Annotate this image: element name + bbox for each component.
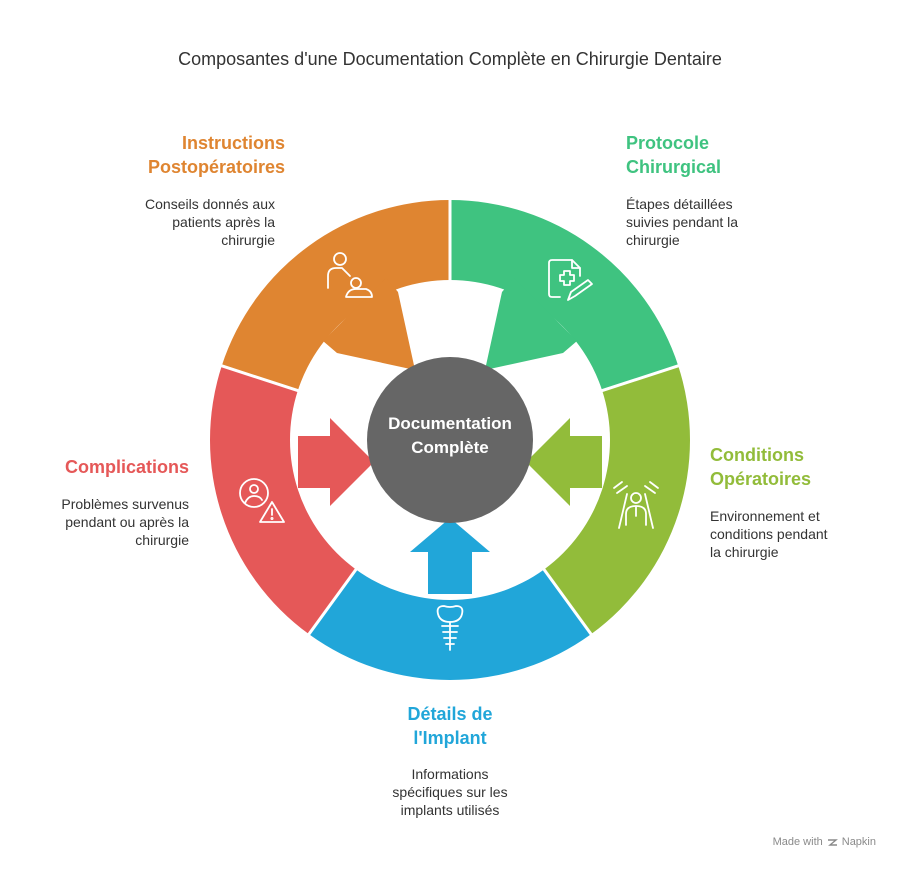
- arrow-instructions: [323, 278, 415, 370]
- segment-separator: [599, 363, 681, 393]
- napkin-logo-icon: [827, 838, 838, 846]
- footer-credit: Made with Napkin: [773, 836, 876, 848]
- arrow-implant: [410, 518, 490, 594]
- napkin-brand: Napkin: [841, 836, 876, 848]
- arrow-conditions: [526, 418, 602, 506]
- instructions-description: Conseils donnés aux patients après la ch…: [145, 196, 275, 248]
- segment-separator: [306, 566, 359, 637]
- complications-title: Complications: [64, 457, 189, 477]
- person-warning-icon: [239, 478, 285, 523]
- protocole-description: Étapes détaillées suivies pendant la chi…: [626, 196, 739, 248]
- center-label: Documentation Complète: [370, 412, 530, 460]
- made-with-label: Made with: [772, 836, 823, 848]
- surgeon-lights-icon: [613, 481, 659, 529]
- arrow-complications: [298, 418, 374, 506]
- center-circle: [367, 357, 533, 523]
- segment-conditions: [544, 365, 690, 635]
- segment-protocole: [450, 200, 679, 391]
- dental-implant-icon: [436, 605, 464, 651]
- segment-separators: [219, 198, 681, 637]
- center-label-line2: Complète: [411, 438, 489, 457]
- instructions-title: Instructions Postopératoires: [147, 133, 285, 177]
- segment-separator: [541, 566, 594, 637]
- conditions-description: Environnement et conditions pendant la c…: [710, 508, 828, 560]
- segment-separator: [219, 363, 301, 393]
- patient-care-icon: [327, 252, 373, 298]
- implant-description: Informations spécifiques sur les implant…: [392, 766, 508, 818]
- diagram-title: Composantes d'une Documentation Complète…: [178, 49, 722, 69]
- segment-complications: [209, 365, 356, 635]
- implant-title: Détails de l'Implant: [407, 704, 493, 748]
- protocole-title: Protocole Chirurgical: [626, 133, 722, 177]
- complications-description: Problèmes survenus pendant ou après la c…: [61, 496, 189, 548]
- arrow-protocole: [485, 278, 577, 370]
- medical-document-icon: [548, 259, 593, 301]
- segment-instructions: [221, 200, 450, 391]
- conditions-title: Conditions Opératoires: [710, 445, 812, 489]
- center-label-line1: Documentation: [388, 414, 512, 433]
